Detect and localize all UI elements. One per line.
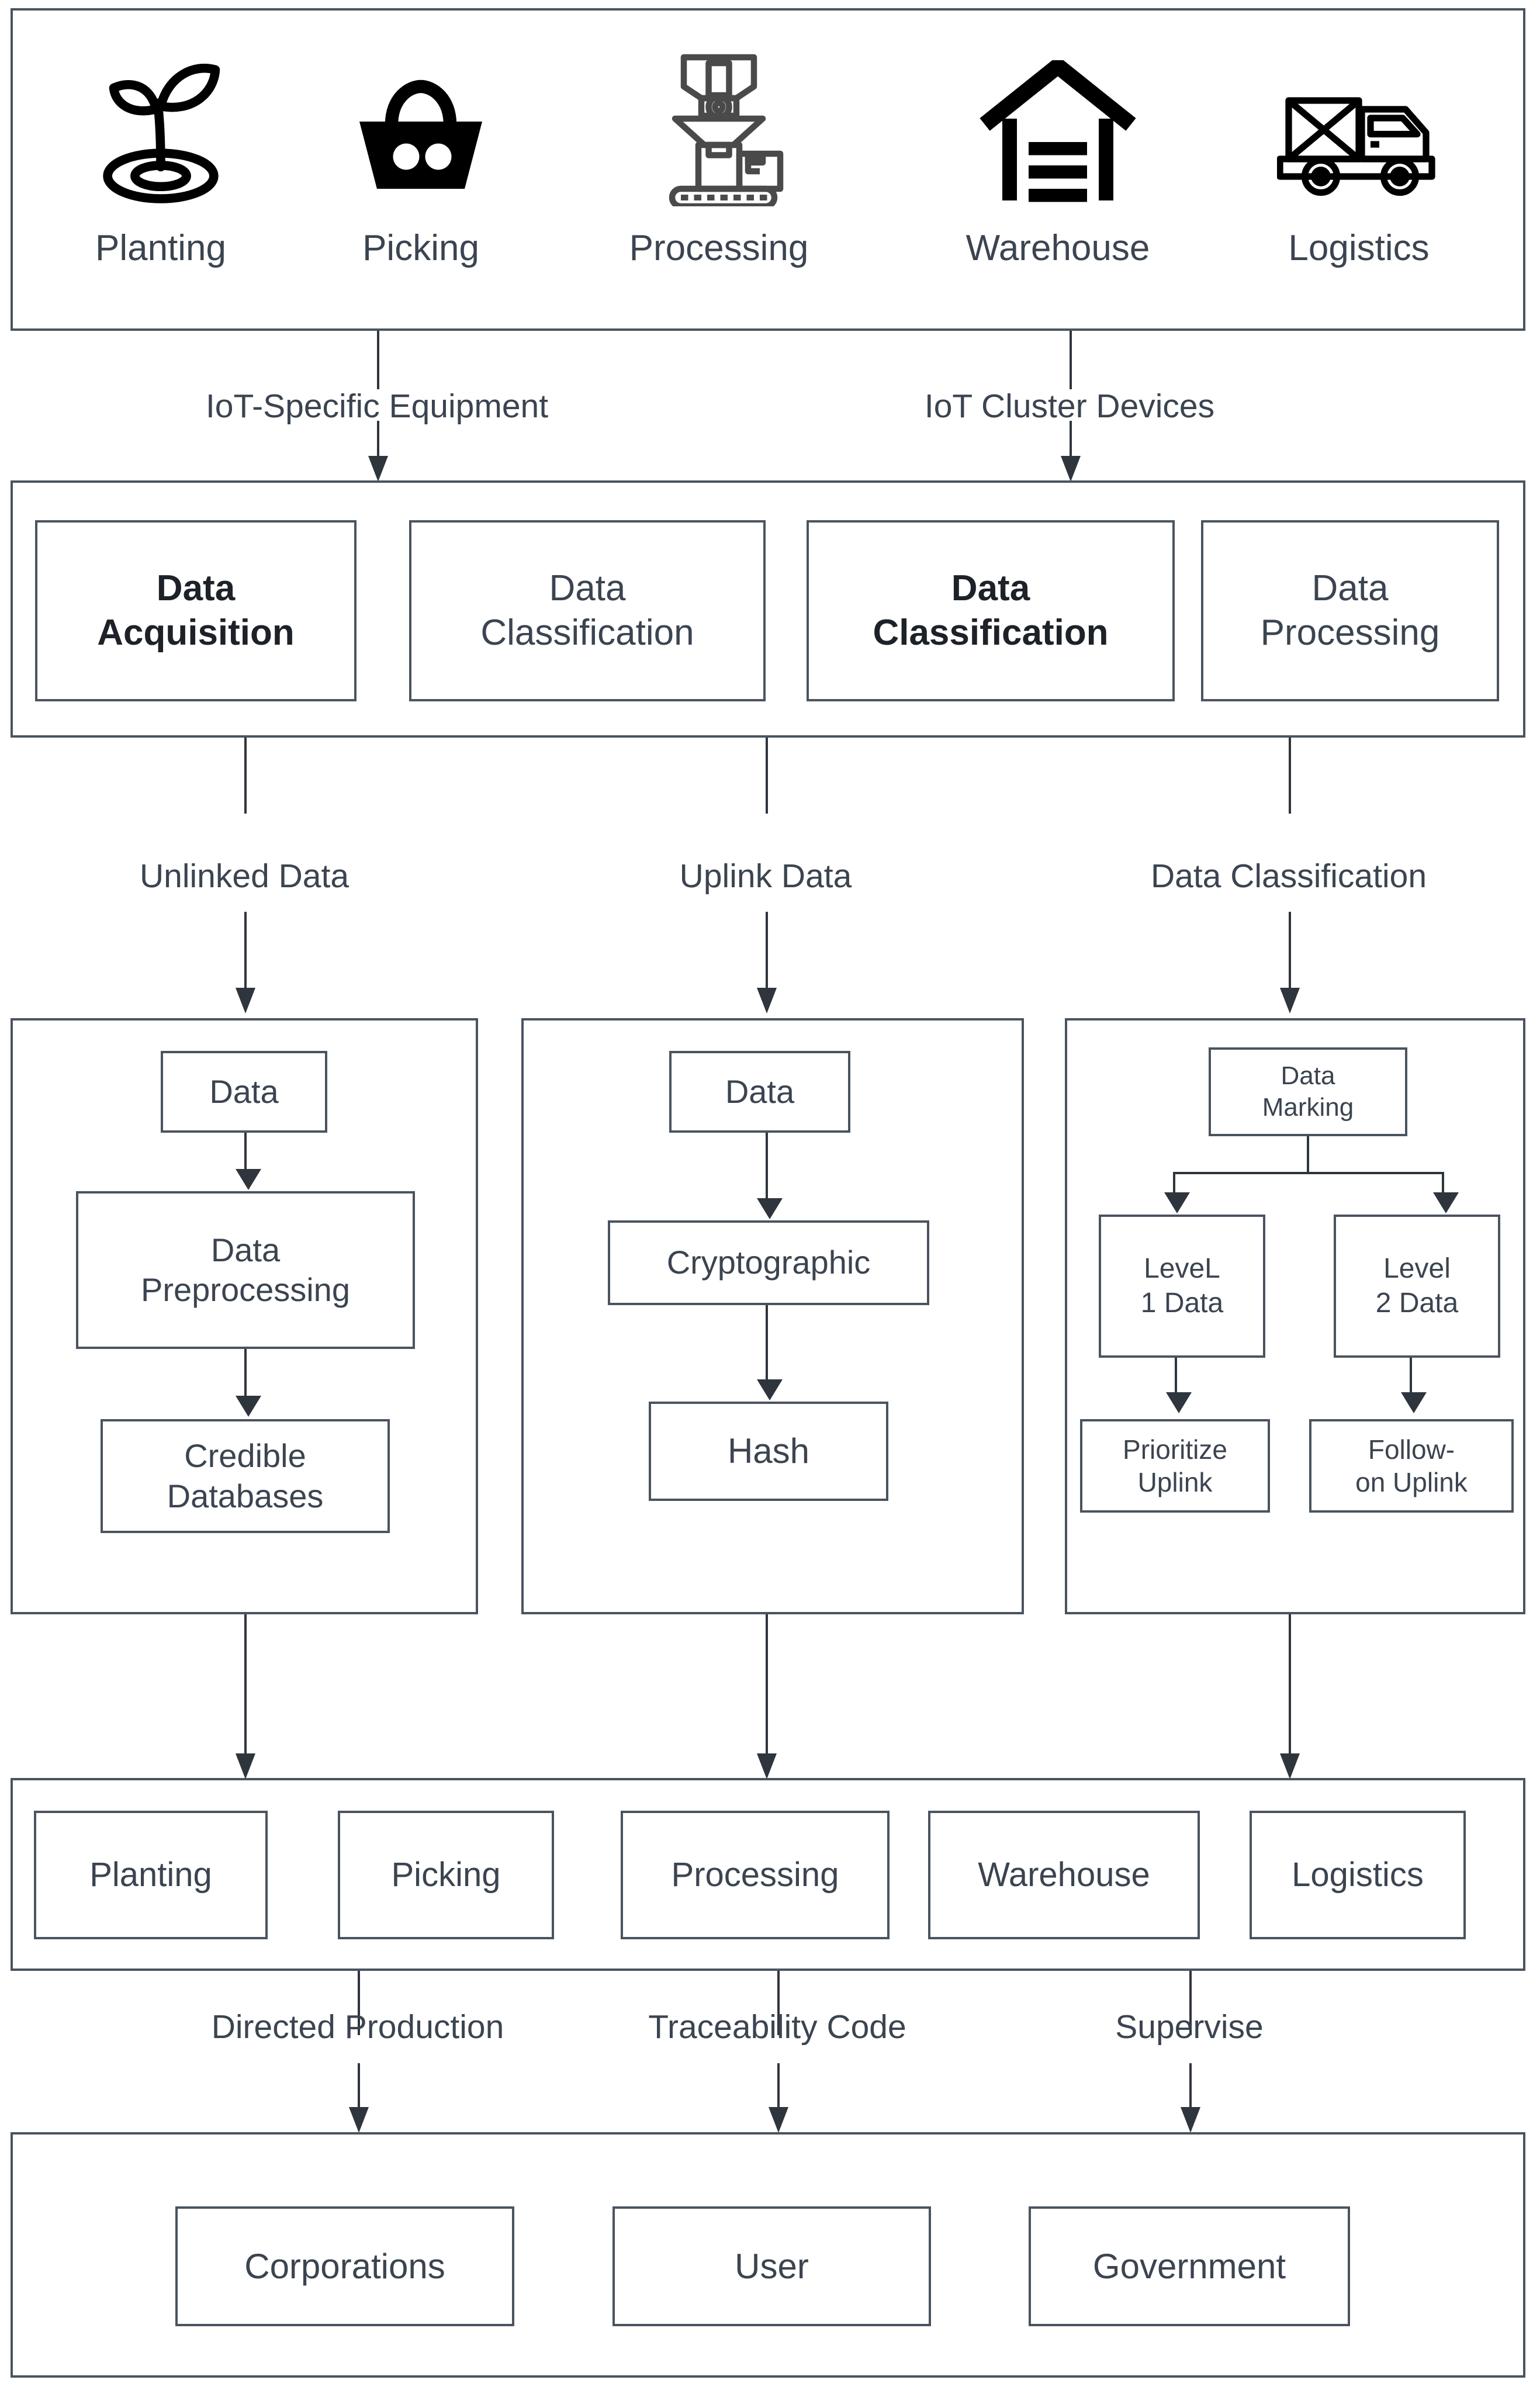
- classification-edge-level2-to-followon: [1410, 1358, 1412, 1402]
- stakeholder-node-corporations[interactable]: Corporations: [175, 2206, 514, 2326]
- edge-label-iot-specific-equipment: IoT-Specific Equipment: [205, 388, 549, 425]
- supply-chain-label-picking: Picking: [362, 228, 479, 268]
- supply-chain-label-logistics: Logistics: [1288, 228, 1430, 268]
- edge-supervise-arrow: [1181, 2107, 1200, 2133]
- edge-directed-production-line: [358, 1971, 360, 2035]
- edge-uplink-data-arrow: [757, 988, 777, 1013]
- edge-iot-cluster-devices-line-lower: [1070, 421, 1072, 471]
- edge-iot-specific-equipment-arrow: [368, 456, 388, 482]
- edge-directed-production-line-lower: [358, 2063, 360, 2122]
- edge-traceability-code-line-lower: [777, 2063, 780, 2122]
- edge-traceability-code-line: [777, 1971, 780, 2035]
- edge-label-unlinked-data: Unlinked Data: [139, 857, 349, 895]
- unlinked-node-credible-databases[interactable]: Credible Databases: [101, 1419, 390, 1533]
- stakeholder-node-user[interactable]: User: [612, 2206, 931, 2326]
- classification-arrow-branch-left: [1164, 1192, 1190, 1213]
- stage-node-picking[interactable]: Picking: [338, 1811, 554, 1939]
- edge-unlinked-data-line: [244, 738, 247, 814]
- classification-edge-marking-bus: [1173, 1172, 1444, 1174]
- uplink-edge-data-to-cryptographic: [766, 1133, 768, 1209]
- classification-arrow-branch-right: [1433, 1192, 1459, 1213]
- stage-node-logistics[interactable]: Logistics: [1250, 1811, 1466, 1939]
- edge-unlinked-data-line-lower: [244, 912, 247, 1002]
- supply-chain-item-warehouse[interactable]: Warehouse: [966, 60, 1150, 269]
- data-layer-node-data-classification-1[interactable]: Data Classification: [409, 520, 766, 701]
- uplink-node-hash[interactable]: Hash: [649, 1402, 888, 1501]
- factory-icon: [640, 43, 798, 206]
- unlinked-edge-data-to-preprocessing: [244, 1133, 247, 1179]
- stakeholder-node-government[interactable]: Government: [1029, 2206, 1350, 2326]
- supply-chain-item-picking[interactable]: Picking: [342, 70, 500, 269]
- edge-label-directed-production: Directed Production: [211, 2008, 504, 2046]
- classification-node-prioritize-uplink[interactable]: Prioritize Uplink: [1080, 1419, 1270, 1513]
- edge-uplink-data-line-lower: [766, 912, 768, 1002]
- data-layer-node-data-classification-2[interactable]: Data Classification: [807, 520, 1175, 701]
- sprout-icon: [82, 49, 240, 206]
- edge-unlinked-to-stages-line: [244, 1614, 247, 1772]
- supply-chain-item-processing[interactable]: Processing: [629, 54, 808, 269]
- supply-chain-label-warehouse: Warehouse: [965, 228, 1150, 268]
- edge-data-classification-line-lower: [1289, 912, 1291, 1002]
- edge-label-uplink-data: Uplink Data: [679, 857, 852, 895]
- edge-supervise-line-lower: [1189, 2063, 1192, 2122]
- edge-uplink-to-stages-arrow: [757, 1753, 777, 1779]
- edge-data-classification-line: [1289, 738, 1291, 814]
- uplink-arrow-cryptographic-to-hash: [757, 1379, 783, 1400]
- edge-supervise-line: [1189, 1971, 1192, 2035]
- classification-node-level-1-data[interactable]: LeveL 1 Data: [1099, 1215, 1265, 1358]
- uplink-edge-cryptographic-to-hash: [766, 1305, 768, 1390]
- classification-edge-level1-to-prioritize: [1175, 1358, 1177, 1402]
- supply-chain-panel: [11, 8, 1525, 331]
- classification-node-data-marking[interactable]: Data Marking: [1209, 1047, 1407, 1136]
- classification-edge-branch-left: [1173, 1172, 1175, 1200]
- stage-node-planting[interactable]: Planting: [34, 1811, 268, 1939]
- edge-traceability-code-arrow: [769, 2107, 788, 2133]
- edge-data-classification-arrow: [1280, 988, 1300, 1013]
- classification-node-level-2-data[interactable]: Level 2 Data: [1334, 1215, 1500, 1358]
- edge-label-supervise: Supervise: [1115, 2008, 1264, 2046]
- edge-uplink-to-stages-line: [766, 1614, 768, 1772]
- classification-node-follow-on-uplink[interactable]: Follow- on Uplink: [1309, 1419, 1514, 1513]
- classification-edge-marking-stem: [1307, 1136, 1309, 1173]
- supply-chain-label-processing: Processing: [629, 228, 809, 268]
- basket-icon: [342, 60, 500, 206]
- edge-iot-specific-equipment-line-lower: [377, 421, 379, 471]
- stage-node-processing[interactable]: Processing: [621, 1811, 890, 1939]
- edge-classification-to-stages-line: [1289, 1614, 1291, 1772]
- classification-arrow-level2-to-followon: [1401, 1392, 1427, 1413]
- uplink-node-data[interactable]: Data: [669, 1051, 850, 1133]
- edge-unlinked-to-stages-arrow: [236, 1753, 255, 1779]
- unlinked-node-data[interactable]: Data: [161, 1051, 327, 1133]
- edge-unlinked-data-arrow: [236, 988, 255, 1013]
- edge-iot-specific-equipment-line: [377, 331, 379, 389]
- edge-label-data-classification: Data Classification: [1150, 857, 1427, 895]
- edge-classification-to-stages-arrow: [1280, 1753, 1300, 1779]
- edge-directed-production-arrow: [349, 2107, 369, 2133]
- supply-chain-label-planting: Planting: [95, 228, 227, 268]
- warehouse-icon: [973, 60, 1143, 206]
- supply-chain-item-planting[interactable]: Planting: [82, 63, 240, 269]
- classification-edge-branch-right: [1442, 1172, 1444, 1200]
- edge-uplink-data-line: [766, 738, 768, 814]
- stage-node-warehouse[interactable]: Warehouse: [928, 1811, 1200, 1939]
- unlinked-node-data-preprocessing[interactable]: Data Preprocessing: [76, 1191, 415, 1349]
- unlinked-arrow-preprocessing-to-databases: [236, 1396, 261, 1417]
- edge-label-traceability-code: Traceability Code: [648, 2008, 906, 2046]
- truck-icon: [1274, 82, 1444, 206]
- edge-iot-cluster-devices-arrow: [1061, 456, 1081, 482]
- uplink-node-cryptographic[interactable]: Cryptographic: [608, 1220, 929, 1305]
- unlinked-edge-preprocessing-to-databases: [244, 1349, 247, 1407]
- edge-label-iot-cluster-devices: IoT Cluster Devices: [924, 388, 1215, 425]
- data-layer-node-data-processing[interactable]: Data Processing: [1201, 520, 1499, 701]
- supply-chain-item-logistics[interactable]: Logistics: [1274, 82, 1444, 269]
- uplink-arrow-data-to-cryptographic: [757, 1198, 783, 1219]
- unlinked-arrow-data-to-preprocessing: [236, 1169, 261, 1190]
- edge-iot-cluster-devices-line: [1070, 331, 1072, 389]
- classification-arrow-level1-to-prioritize: [1166, 1392, 1192, 1413]
- data-layer-node-data-acquisition[interactable]: Data Acquisition: [35, 520, 357, 701]
